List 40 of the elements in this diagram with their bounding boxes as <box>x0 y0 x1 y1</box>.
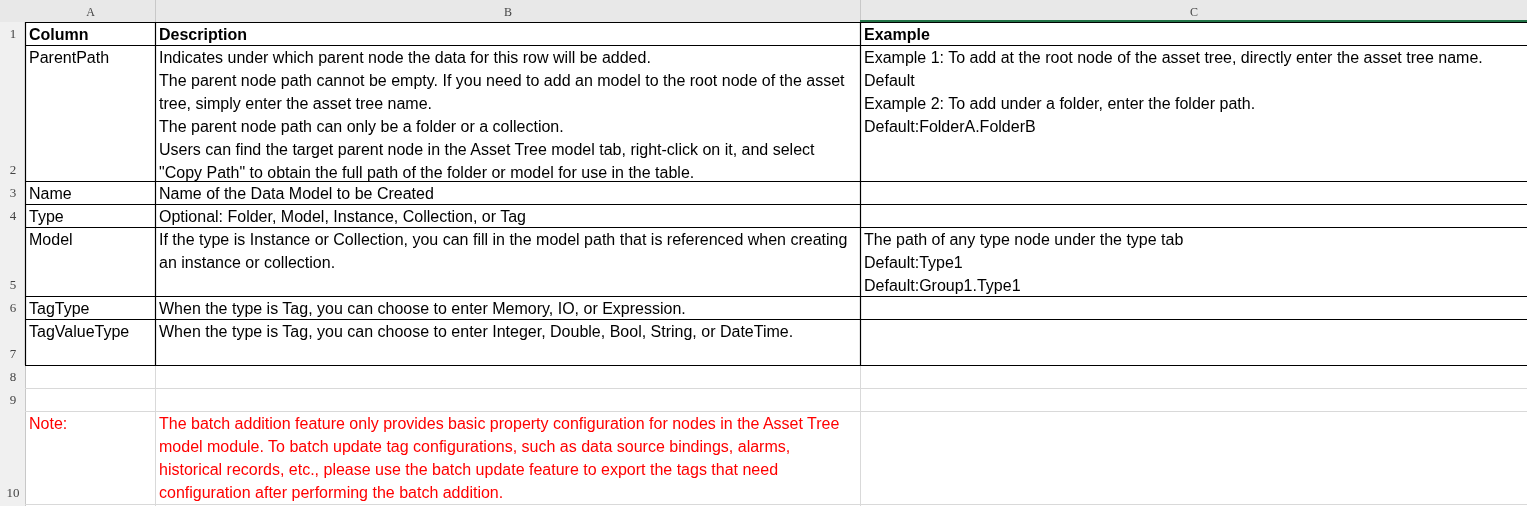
example-text: Default:FolderA.FolderB <box>864 117 1037 137</box>
column-letter: A <box>86 4 95 21</box>
example-text: Example 2: To add under a folder, enter the folder path. <box>864 94 1257 114</box>
description-text: The parent node path cannot be empty. If you need to add an model to the root node of the asset tree, simply enter the asset tree name. <box>159 71 846 114</box>
column-name: TagValueType <box>29 322 131 342</box>
example-text: Default <box>864 71 916 91</box>
row-number: 2 <box>9 161 17 179</box>
column-name: TagType <box>29 299 91 319</box>
example-text: Default:Group1.Type1 <box>864 276 1022 296</box>
description-text: Users can find the target parent node in the Asset Tree model tab, right-click on it, and select "Copy Path" to obtain the full path of the folder or model for use in the table. <box>159 140 816 181</box>
example-text: Example 1: To add at the root node of the asset tree, directly enter the asset tree name. <box>864 48 1484 68</box>
row-number: 1 <box>9 25 17 43</box>
description-text: Indicates under which parent node the data for this row will be added. <box>159 48 652 68</box>
description-text: If the type is Instance or Collection, you can fill in the model path that is referenced when creating an instance or collection. <box>159 230 849 273</box>
column-name: Model <box>29 230 74 250</box>
column-name: Name <box>29 184 73 204</box>
row-number: 7 <box>9 345 17 363</box>
description-text: Name of the Data Model to be Created <box>159 184 435 204</box>
column-heading: Column <box>29 25 90 45</box>
row-number: 4 <box>9 207 17 225</box>
column-name: ParentPath <box>29 48 111 68</box>
column-name: Type <box>29 207 65 227</box>
column-letter: B <box>504 4 512 21</box>
example-text: The path of any type node under the type tab <box>864 230 1185 250</box>
column-letter: C <box>1190 4 1198 21</box>
column-heading: Example <box>864 25 931 45</box>
description-text: When the type is Tag, you can choose to enter Integer, Double, Bool, String, or DateTime. <box>159 322 795 342</box>
row-number: 3 <box>9 184 17 202</box>
example-text: Default:Type1 <box>864 253 964 273</box>
row-number: 8 <box>9 368 17 386</box>
description-text: The parent node path can only be a folder or a collection. <box>159 117 565 137</box>
description-text: Optional: Folder, Model, Instance, Collection, or Tag <box>159 207 527 227</box>
description-text: When the type is Tag, you can choose to enter Memory, IO, or Expression. <box>159 299 687 319</box>
row-number: 6 <box>9 299 17 317</box>
note-text: The batch addition feature only provides basic property configuration for nodes in the Asset Tree model module. To batch update tag configurations, such as data source bindings, alarms, historical records, etc., please use the batch update feature to export the tags that need configuration after performing the batch addition. <box>159 414 841 503</box>
row-number: 9 <box>9 391 17 409</box>
note-label: Note: <box>29 414 69 434</box>
row-number: 5 <box>9 276 17 294</box>
row-number: 10 <box>6 484 20 502</box>
column-heading: Description <box>159 25 248 45</box>
